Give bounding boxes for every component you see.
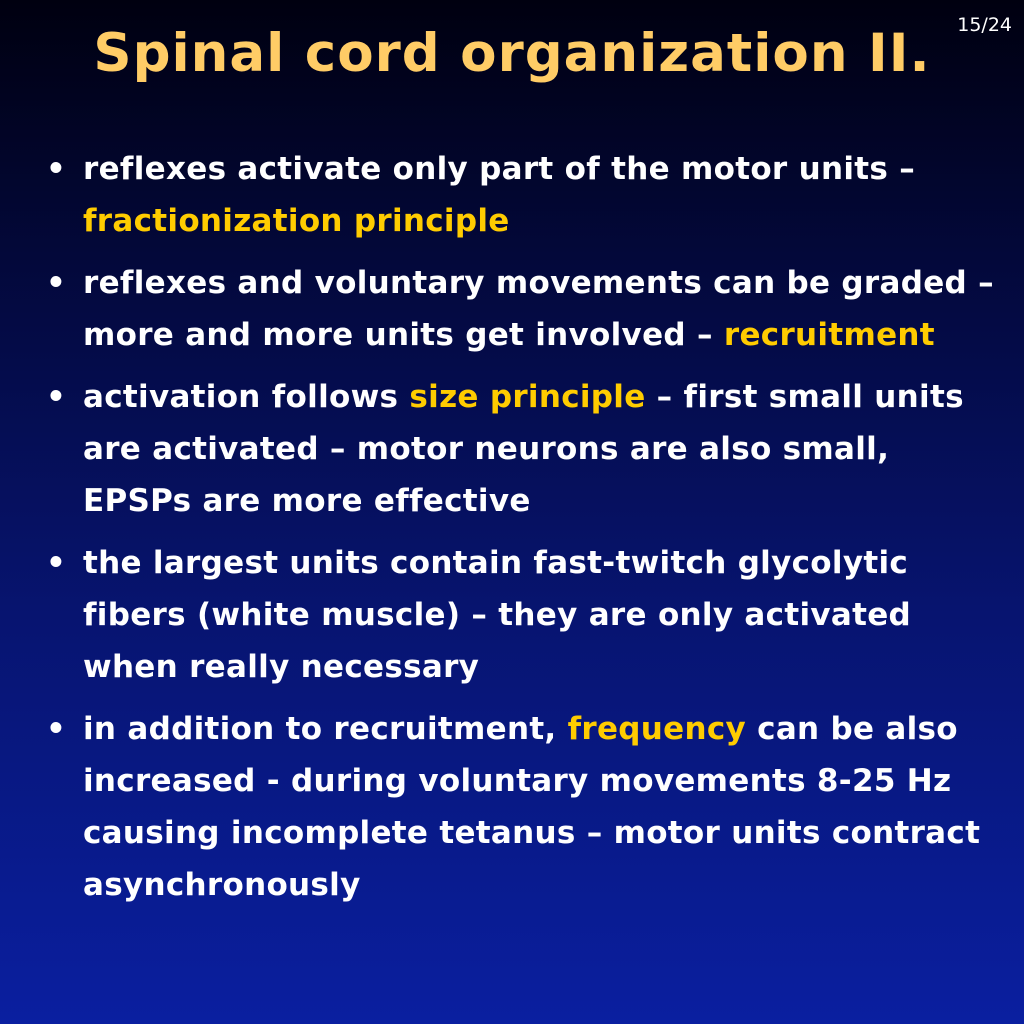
bullet-item-recruitment: • reflexes and voluntary movements can b… [40, 257, 1000, 361]
bullet-dot-icon: • [46, 151, 67, 187]
bullet-item-fractionization: • reflexes activate only part of the mot… [40, 143, 1000, 247]
bullet-highlight: fractionization principle [83, 203, 510, 239]
bullet-text: activation follows [83, 379, 410, 415]
slide-number: 15/24 [957, 14, 1012, 36]
bullet-highlight: frequency [567, 711, 747, 747]
bullet-dot-icon: • [46, 545, 67, 581]
bullet-dot-icon: • [46, 711, 67, 747]
bullet-highlight: size principle [409, 379, 646, 415]
slide-title: Spinal cord organization II. [93, 23, 931, 84]
bullet-item-size-principle: • activation follows size principle – fi… [40, 371, 1000, 527]
bullet-dot-icon: • [46, 379, 67, 415]
bullet-dot-icon: • [46, 265, 67, 301]
bullet-text: reflexes and voluntary movements can be … [83, 265, 994, 353]
bullet-text-continued: can be also increased - during voluntary… [83, 711, 981, 903]
bullet-item-frequency: • in addition to recruitment, frequency … [40, 703, 1000, 911]
bullet-text: in addition to recruitment, [83, 711, 568, 747]
bullet-text-continued: – first small units are activated – moto… [83, 379, 964, 519]
bullet-text: the largest units contain fast-twitch gl… [83, 545, 912, 685]
bullet-text: reflexes activate only part of the motor… [83, 151, 916, 187]
bullet-item-largest-units: • the largest units contain fast-twitch … [40, 537, 1000, 693]
bullet-list: • reflexes activate only part of the mot… [40, 143, 1000, 921]
bullet-highlight: recruitment [723, 317, 935, 353]
